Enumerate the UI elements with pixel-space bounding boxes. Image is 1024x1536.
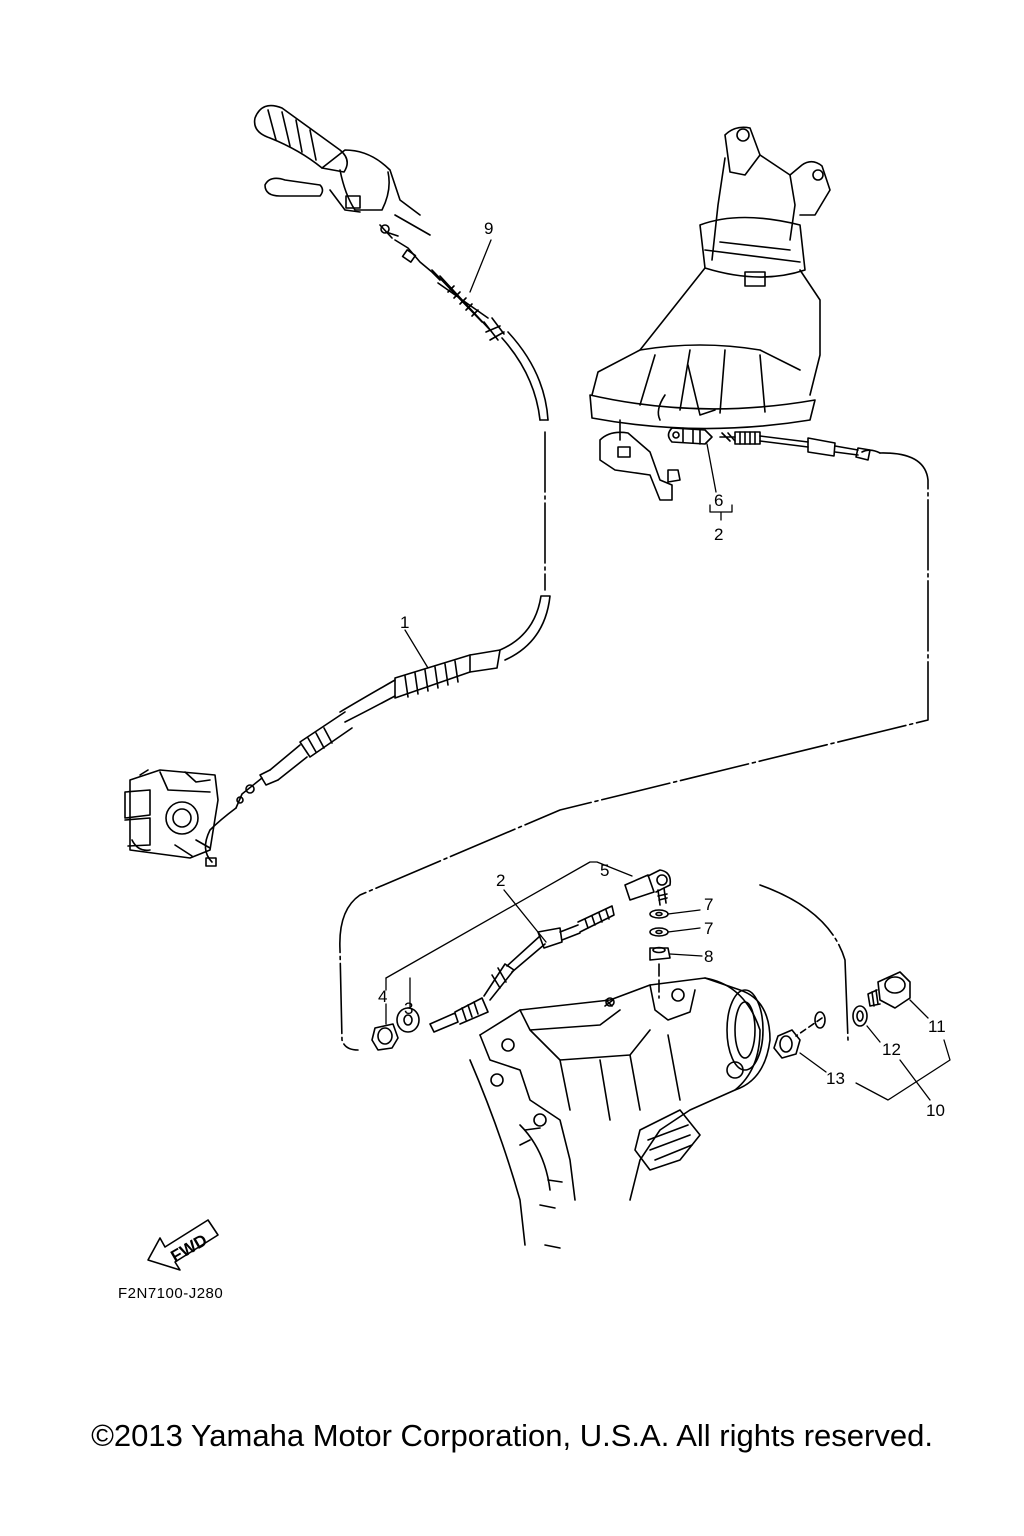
assembly-line-13: [795, 1017, 823, 1037]
cable-2-lower: [429, 905, 615, 1033]
hull-outline-dashed: [759, 884, 849, 1041]
cable-2-upper-end: [719, 431, 881, 461]
nut-8: [649, 946, 671, 961]
fwd-arrow-icon: [147, 1219, 219, 1271]
ball-joint-6: [667, 427, 713, 445]
callout-13: 13: [826, 1069, 845, 1088]
cable-routing-dashed-line: [339, 452, 929, 1051]
jet-pump-housing: [469, 977, 771, 1249]
jet-nozzle-assembly: [589, 126, 831, 501]
nut-4: [371, 1023, 399, 1051]
ball-joint-5: [624, 869, 672, 906]
washer-3: [396, 1007, 420, 1033]
washer-7a: [649, 909, 669, 919]
copyright-notice: ©2013 Yamaha Motor Corporation, U.S.A. A…: [91, 1418, 933, 1453]
callout-2-lower: 2: [496, 871, 505, 890]
callout-4: 4: [378, 987, 387, 1006]
diagram-code: F2N7100-J280: [118, 1285, 223, 1302]
throttle-body-housing: [124, 769, 219, 859]
washer-12: [852, 1005, 868, 1027]
plug-11: [867, 971, 911, 1009]
callout-11: 11: [928, 1017, 946, 1036]
nut-13: [773, 1029, 801, 1059]
fwd-label: FWD: [168, 1230, 211, 1266]
washer-7b: [649, 927, 669, 937]
leader-lines: [385, 239, 951, 1101]
handlebar-grip-assembly: [253, 104, 431, 239]
callout-1: 1: [400, 613, 409, 632]
cable-1: [204, 595, 551, 867]
callout-7b: 7: [704, 919, 713, 938]
callout-5: 5: [600, 861, 609, 880]
callout-7a: 7: [704, 895, 713, 914]
callout-12: 12: [882, 1040, 901, 1059]
callout-10: 10: [926, 1101, 945, 1120]
throttle-cable-9: [394, 239, 549, 591]
callout-9: 9: [484, 219, 493, 238]
callout-6: 6: [714, 491, 723, 510]
callout-3: 3: [404, 999, 413, 1018]
callout-8: 8: [704, 947, 713, 966]
callout-2-upper: 2: [714, 525, 723, 544]
drain-hole: [814, 1011, 826, 1029]
